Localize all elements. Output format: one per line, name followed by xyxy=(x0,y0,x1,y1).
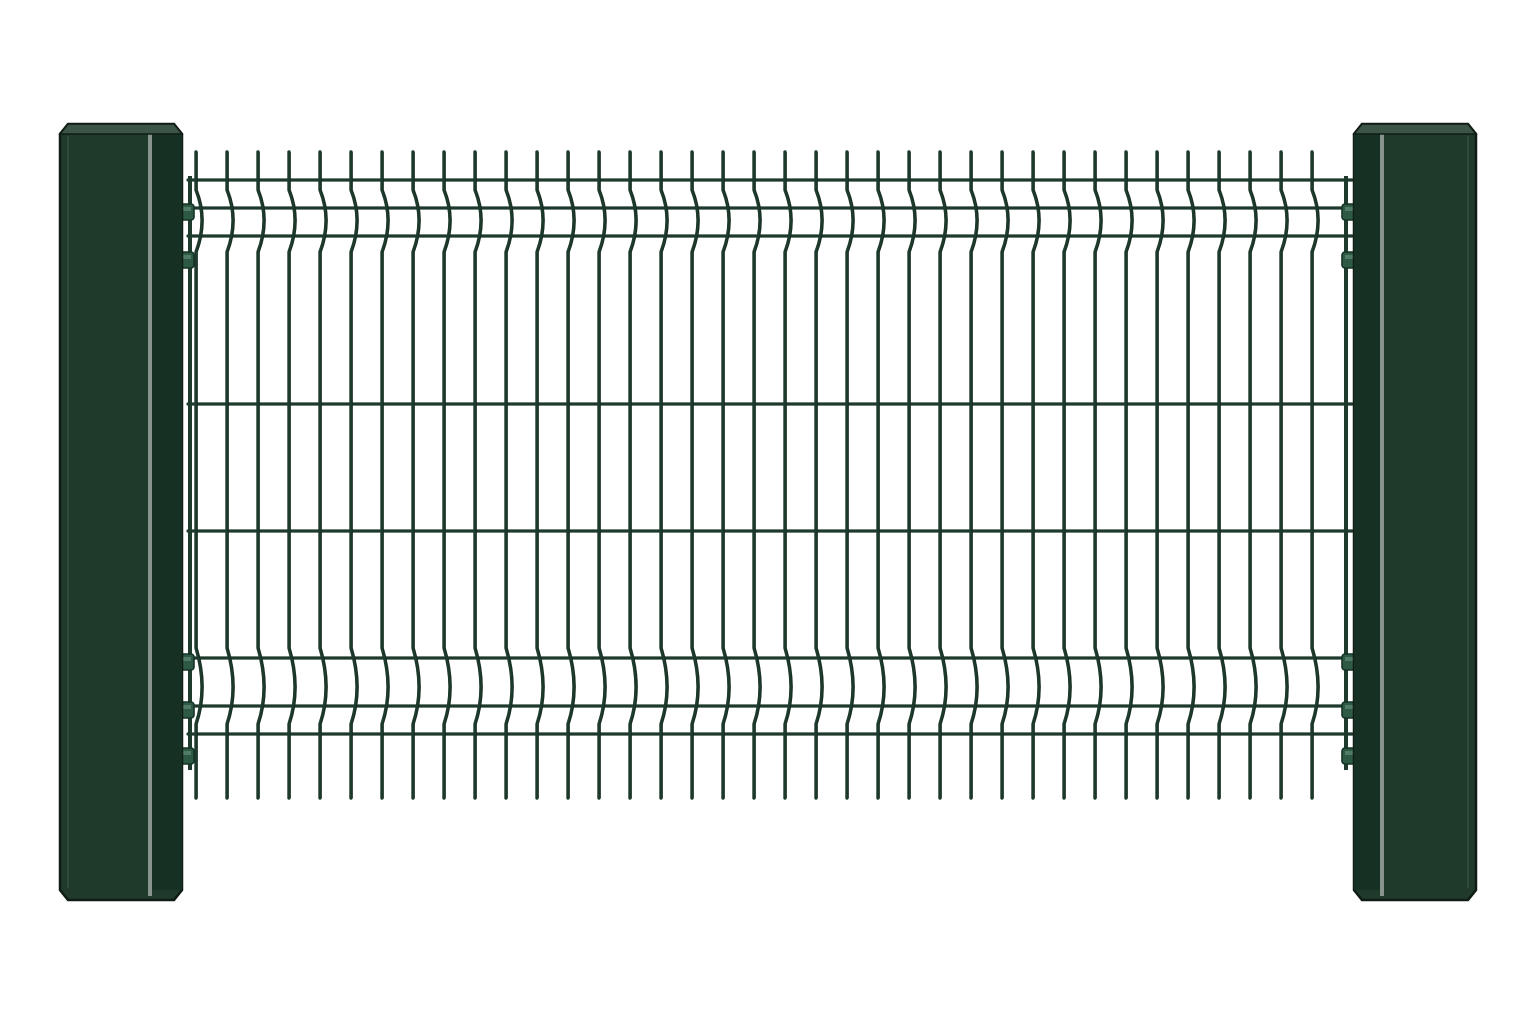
vertical-wire-shade xyxy=(1002,152,1010,798)
vertical-wire-shade xyxy=(909,152,917,798)
vertical-wire-shade xyxy=(351,152,359,798)
vertical-wire xyxy=(349,150,359,800)
vertical-wire xyxy=(1310,150,1320,800)
vertical-wire xyxy=(1000,150,1010,800)
fence-posts xyxy=(58,122,1478,902)
clip-highlight xyxy=(181,657,191,661)
post-side-face xyxy=(152,134,182,890)
post-cap xyxy=(1352,123,1478,135)
vertical-wire-shade xyxy=(1033,152,1041,798)
clip-highlight xyxy=(181,255,191,259)
vertical-wire xyxy=(380,150,390,800)
vertical-wire xyxy=(225,150,235,800)
vertical-wire-shade xyxy=(413,152,421,798)
vertical-wire-shade xyxy=(661,152,669,798)
clip-highlight xyxy=(1345,705,1355,709)
vertical-wire xyxy=(1279,150,1289,800)
vertical-wire xyxy=(907,150,917,800)
vertical-wire xyxy=(535,150,545,800)
vertical-wire xyxy=(566,150,576,800)
vertical-wire-shade xyxy=(754,152,762,798)
clip-highlight xyxy=(1345,657,1355,661)
vertical-wire xyxy=(938,150,948,800)
vertical-wire-shade xyxy=(878,152,886,798)
clip-highlight xyxy=(1345,255,1355,259)
vertical-wire-shade xyxy=(289,152,297,798)
vertical-wire-shade xyxy=(196,152,204,798)
vertical-wire-shade xyxy=(227,152,235,798)
vertical-wire xyxy=(194,150,204,800)
post-cap xyxy=(58,123,184,135)
vertical-wire xyxy=(659,150,669,800)
vertical-wire xyxy=(783,150,793,800)
vertical-wire-shade xyxy=(847,152,855,798)
vertical-wire xyxy=(721,150,731,800)
vertical-wire xyxy=(1217,150,1227,800)
vertical-wire xyxy=(1186,150,1196,800)
vertical-wire xyxy=(411,150,421,800)
vertical-wire-shade xyxy=(1219,152,1227,798)
vertical-wire-shade xyxy=(382,152,390,798)
vertical-wire xyxy=(442,150,452,800)
vertical-wire-shade xyxy=(1095,152,1103,798)
clip-highlight xyxy=(1345,751,1355,755)
clip-highlight xyxy=(181,751,191,755)
vertical-wire xyxy=(1031,150,1041,800)
vertical-wire xyxy=(1248,150,1258,800)
vertical-wire xyxy=(473,150,483,800)
vertical-wire-shade xyxy=(1312,152,1320,798)
post-left xyxy=(58,122,184,902)
vertical-wire xyxy=(1062,150,1072,800)
vertical-wire-shade xyxy=(1281,152,1289,798)
clip-highlight xyxy=(181,207,191,211)
vertical-wire xyxy=(287,150,297,800)
vertical-wire-shade xyxy=(785,152,793,798)
vertical-wire-shade xyxy=(692,152,700,798)
vertical-wire-shade xyxy=(723,152,731,798)
vertical-wire xyxy=(814,150,824,800)
clip-highlight xyxy=(181,705,191,709)
vertical-wire-shade xyxy=(444,152,452,798)
vertical-wire-shade xyxy=(320,152,328,798)
vertical-wire xyxy=(690,150,700,800)
vertical-wire xyxy=(628,150,638,800)
vertical-wire-shade xyxy=(1064,152,1072,798)
vertical-wire xyxy=(845,150,855,800)
vertical-wire-shade xyxy=(1157,152,1165,798)
vertical-wire-shade xyxy=(568,152,576,798)
vertical-wire-shade xyxy=(537,152,545,798)
vertical-wire xyxy=(752,150,762,800)
vertical-wire xyxy=(1155,150,1165,800)
vertical-wire-shade xyxy=(506,152,514,798)
vertical-wire xyxy=(1124,150,1134,800)
vertical-wire xyxy=(969,150,979,800)
vertical-wire-shade xyxy=(599,152,607,798)
vertical-wire-shade xyxy=(258,152,266,798)
vertical-wire-shade xyxy=(1188,152,1196,798)
post-right xyxy=(1352,122,1478,902)
vertical-wire xyxy=(256,150,266,800)
vertical-wire-shade xyxy=(475,152,483,798)
vertical-wire-shade xyxy=(630,152,638,798)
vertical-wire-shade xyxy=(1250,152,1258,798)
vertical-wire-shade xyxy=(816,152,824,798)
mesh-panel xyxy=(186,150,1354,800)
post-side-face xyxy=(1354,134,1384,890)
vertical-wire xyxy=(597,150,607,800)
vertical-wire xyxy=(504,150,514,800)
vertical-wire xyxy=(1093,150,1103,800)
vertical-wire-shade xyxy=(940,152,948,798)
vertical-wire-shade xyxy=(1126,152,1134,798)
clip-highlight xyxy=(1345,207,1355,211)
vertical-wire-shade xyxy=(971,152,979,798)
vertical-wire xyxy=(318,150,328,800)
vertical-wire xyxy=(876,150,886,800)
